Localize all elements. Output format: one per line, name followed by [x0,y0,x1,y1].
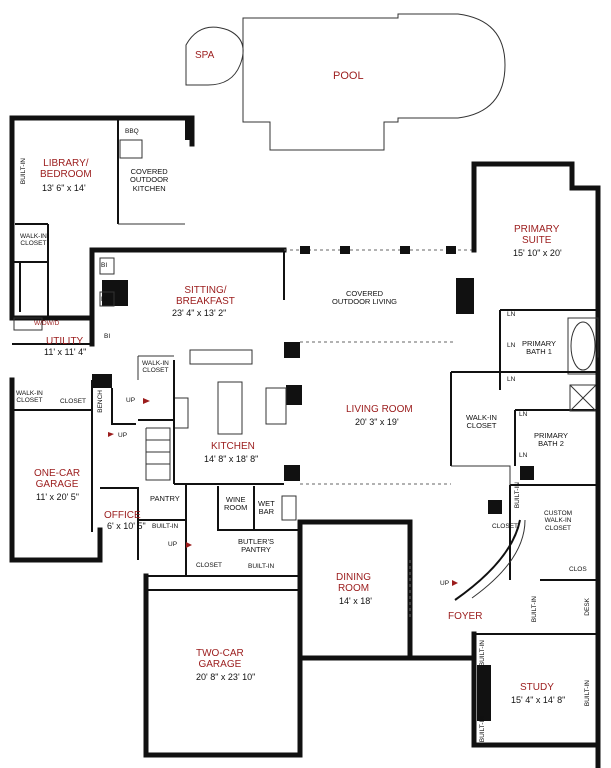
study-built-in-4: BUILT-IN [584,680,591,707]
library-walls [9,115,121,321]
study-built-in-2: BUILT-IN [479,640,486,667]
outdoor-living-walls [284,246,474,481]
garage-walls [143,573,303,758]
foyer [407,465,534,661]
east-walls [471,357,601,768]
office-label: OFFICE [104,510,141,521]
kitchen-closet-label: WALK-IN CLOSET [142,360,169,375]
library-label: LIBRARY/ BEDROOM [40,158,92,181]
outdoor-kitchen-walls [115,115,195,225]
bi-label-2: BI [101,296,108,303]
wdwd-label: W/DW/D [34,320,60,327]
two-car-garage-label: TWO-CAR GARAGE [196,648,244,671]
one-car-garage-label: ONE-CAR GARAGE [34,468,81,491]
ln-label-1: LN [507,311,516,318]
pantry-built-in: BUILT-IN [152,523,179,530]
clos-label: CLOS [569,566,587,573]
ln-label-4: LN [519,411,528,418]
up-label-3: UP [168,541,178,548]
library-closet-label: WALK-IN CLOSET [20,233,47,248]
ln-label-3: LN [507,376,516,383]
sitting-dim: 23' 4" x 13' 2" [172,308,227,318]
util-closet-label: WALK-IN CLOSET [16,390,43,405]
primary-suite-walls [450,161,601,466]
pantry-label: PANTRY [150,494,180,503]
butlers-pantry-label: BUTLER'S PANTRY [238,537,275,555]
study-built-in-1: BUILT-IN [531,596,538,623]
foyer-built-in: BUILT-IN [514,482,521,509]
pool-label: POOL [333,70,364,82]
sitting-walls [89,247,287,347]
bi-label-1: BI [101,262,108,269]
office-walls [100,419,300,577]
two-car-garage-dim: 20' 8" x 23' 10" [196,672,256,682]
study-dim: 15' 4" x 14' 8" [511,695,566,705]
up-label-2: UP [118,432,128,439]
bench-label: BENCH [97,390,104,413]
up-label-4: UP [440,580,450,587]
pantry-closet-label: CLOSET [196,562,223,569]
custom-closet-label: CUSTOM WALK-IN CLOSET [544,510,573,532]
kitchen-walls [137,349,287,485]
ln-label-5: LN [519,452,528,459]
outdoor-kitchen-label: COVERED OUTDOOR KITCHEN [130,167,169,193]
primary-suite-dim: 15' 10" x 20' [513,248,562,258]
study-built-in-3: BUILT-IN [479,716,486,743]
ln-label-2: LN [507,342,516,349]
outdoor-living-label: COVERED OUTDOOR LIVING [332,289,398,307]
kitchen-label: KITCHEN [211,441,255,452]
kitchen-dim: 14' 8" x 18' 8" [204,454,259,464]
dining-room-dim: 14' x 18' [339,596,372,606]
wet-bar-label: WET BAR [258,499,275,517]
primary-suite-label: PRIMARY SUITE [514,224,560,247]
bbq-label: BBQ [125,128,139,135]
bi-label-3: BI [104,333,111,340]
foyer-label: FOYER [448,611,483,622]
living-room-label: LIVING ROOM [346,404,413,415]
wine-room-label: WINE ROOM [224,495,248,513]
one-car-garage-dim: 11' x 20' 5" [36,492,79,502]
spa-label: SPA [195,50,215,61]
walk-in-closet-label: WALK-IN CLOSET [466,413,497,431]
util-closet2-label: CLOSET [60,398,87,405]
primary-bath-2-label: PRIMARY BATH 2 [534,431,569,449]
utility-label: UTILITY [46,336,84,347]
sitting-label: SITTING/ BREAKFAST [176,285,235,308]
primary-bath-1-label: PRIMARY BATH 1 [522,339,557,357]
office-dim: 6' x 10' 5" [107,521,146,531]
utility-walls [9,315,136,563]
up-arrows [108,398,458,586]
living-room-dim: 20' 3" x 19' [355,417,399,427]
foyer-closet-label: CLOSET [492,523,519,530]
up-label-1: UP [126,397,136,404]
library-dim: 13' 6" x 14' [42,183,86,193]
pool-outline [242,13,506,151]
utility-dim: 11' x 11' 4" [44,347,87,357]
desk-label: DESK [584,598,591,616]
library-built-in: BUILT-IN [20,158,27,185]
butler-built-in: BUILT-IN [248,563,275,570]
study-label: STUDY [520,682,554,693]
dining-room-label: DINING ROOM [336,572,371,595]
